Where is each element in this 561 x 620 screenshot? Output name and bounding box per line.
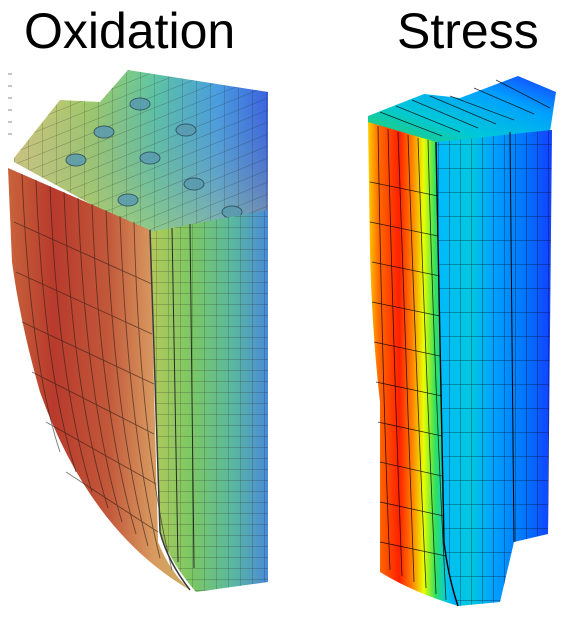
stress-fem-model bbox=[368, 76, 556, 607]
oxidation-title: Oxidation bbox=[24, 3, 236, 59]
oxidation-fem-model bbox=[8, 70, 268, 592]
stress-title: Stress bbox=[397, 3, 539, 59]
